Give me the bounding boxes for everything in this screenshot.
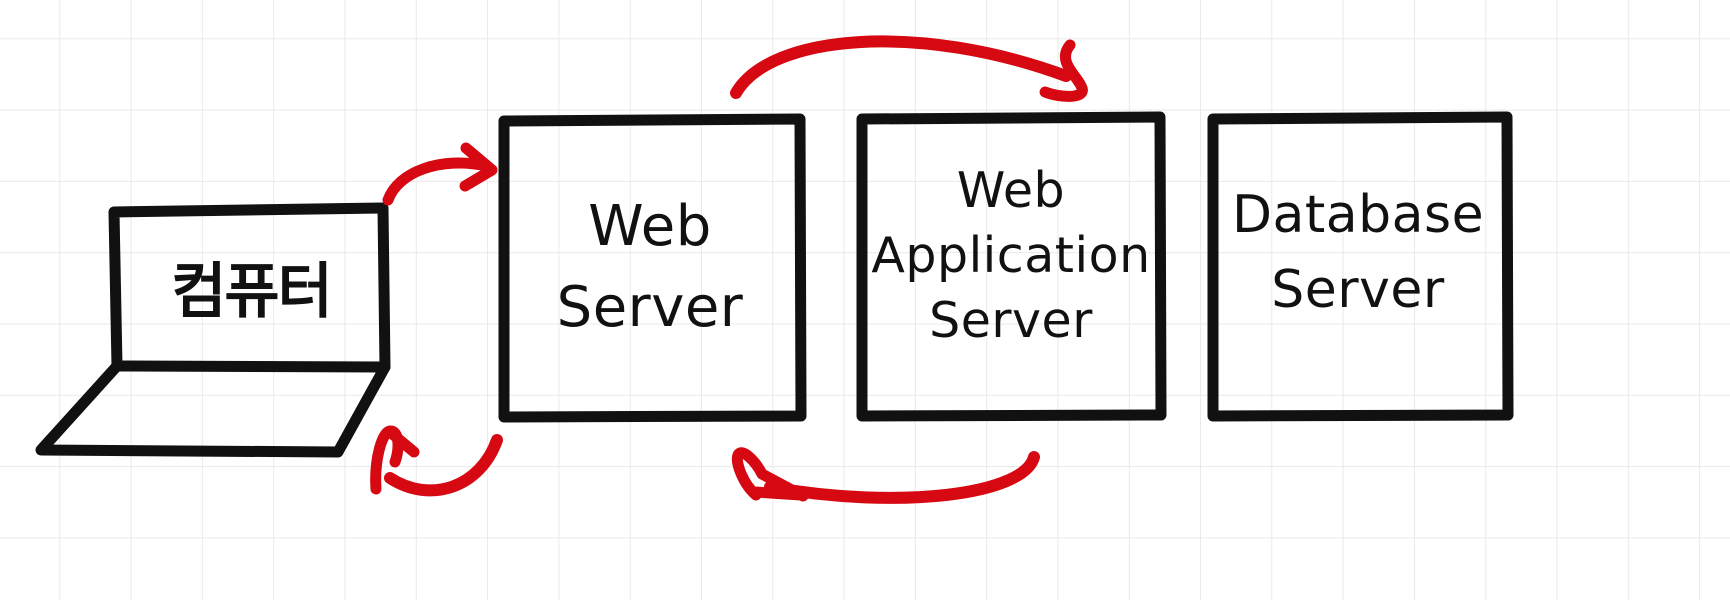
arrow-client-to-web-server-head [459,142,498,192]
arrow-client-to-web-server-shaft [382,157,493,206]
arrow-web-server-to-was-shaft [730,35,1072,99]
arrow-client-to-web-server [382,142,498,206]
was-box-outline [856,111,1167,422]
laptop-screen-outline [108,202,391,373]
node-database-server[interactable] [1207,111,1514,422]
arrow-web-server-to-was [730,35,1088,102]
node-web-server[interactable] [498,113,807,423]
arrow-web-server-to-client-head-bar [384,426,420,458]
node-web-application-server[interactable] [856,111,1167,422]
arrow-web-server-to-client [370,425,503,497]
web-server-box-outline [498,113,807,423]
arrow-web-server-to-was-head [1039,39,1088,102]
database-server-box-outline [1207,111,1514,422]
arrow-was-to-web-server-head-bar [749,486,807,501]
laptop-base-outline [35,360,391,458]
arrow-was-to-web-server-head [731,447,809,502]
arrow-was-to-web-server-shaft [764,451,1040,504]
arrow-web-server-to-client-shaft [384,434,503,497]
node-client-laptop[interactable] [35,202,391,458]
arrow-was-to-web-server [731,447,1040,504]
